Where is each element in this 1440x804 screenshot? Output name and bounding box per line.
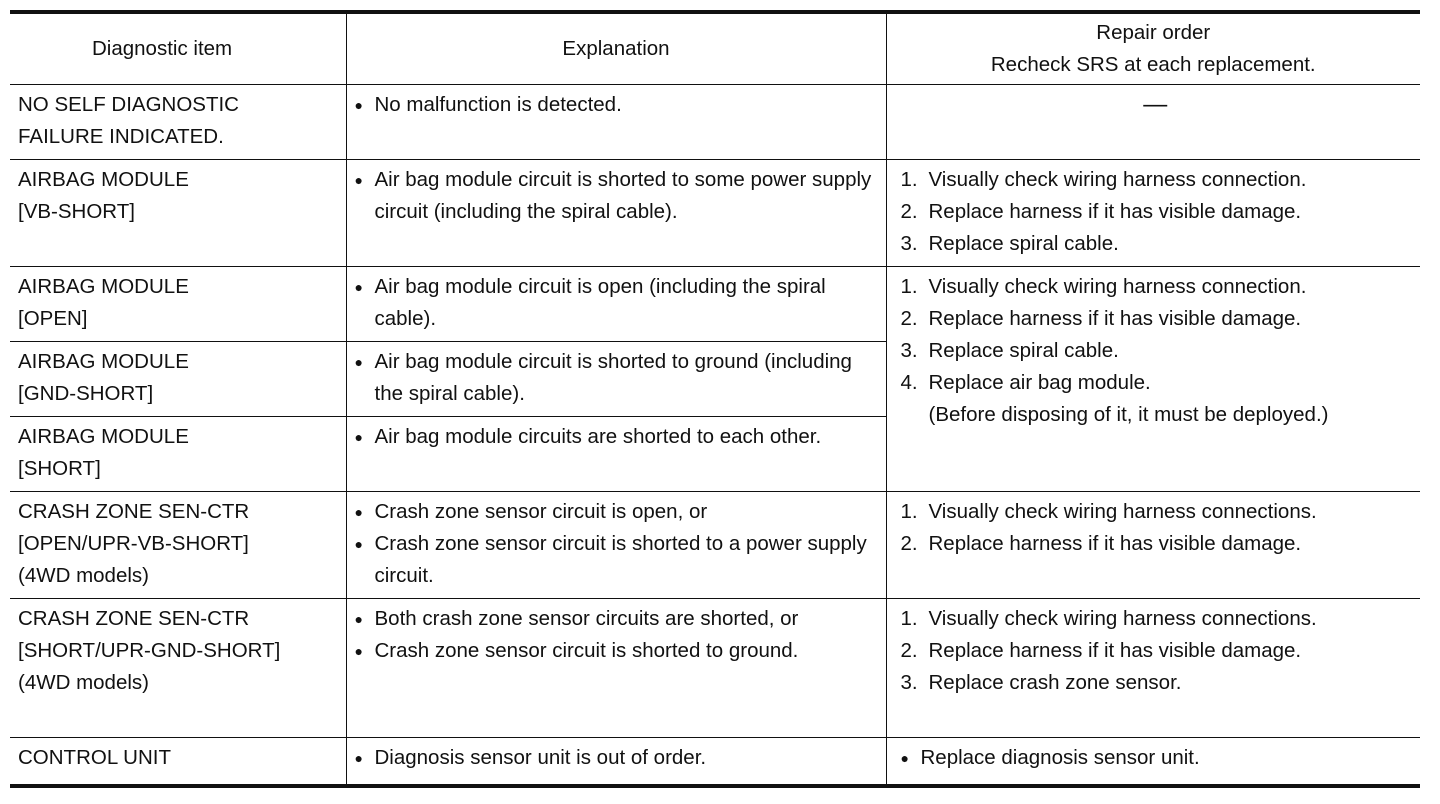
- no-action-dash: —: [1143, 91, 1168, 118]
- diagnostic-item-cell: CRASH ZONE SEN-CTR [OPEN/UPR-VB-SHORT] (…: [10, 491, 347, 599]
- bullet-icon: ●: [354, 611, 363, 627]
- repair-step: Replace spiral cable.: [928, 339, 1119, 362]
- item-line: CRASH ZONE SEN-CTR: [18, 607, 250, 630]
- repair-step: Visually check wiring harness connection…: [928, 275, 1307, 298]
- repair-step: Replace spiral cable.: [928, 232, 1119, 255]
- repair-cell: 1.Visually check wiring harness connecti…: [885, 159, 1420, 267]
- header-repair-subtitle: Recheck SRS at each replacement.: [990, 53, 1316, 76]
- item-line: [VB-SHORT]: [18, 200, 135, 223]
- header-diagnostic-item: Diagnostic item: [10, 11, 347, 85]
- item-line: [GND-SHORT]: [18, 382, 154, 405]
- repair-note: (Before disposing of it, it must be depl…: [928, 403, 1329, 426]
- diagnostic-item-cell: CRASH ZONE SEN-CTR [SHORT/UPR-GND-SHORT]…: [10, 598, 347, 738]
- repair-step: Replace harness if it has visible damage…: [928, 307, 1302, 330]
- table-row: CRASH ZONE SEN-CTR [SHORT/UPR-GND-SHORT]…: [10, 598, 1420, 738]
- diagnostic-item-cell: AIRBAG MODULE [VB-SHORT]: [10, 159, 347, 267]
- bullet-icon: ●: [354, 172, 363, 188]
- explanation-text: Air bag module circuits are shorted to e…: [374, 425, 822, 448]
- item-line: [OPEN]: [18, 307, 88, 330]
- bullet-icon: ●: [354, 536, 363, 552]
- diagnostic-table: Diagnostic item Explanation Repair order…: [10, 10, 1420, 788]
- explanation-text: Crash zone sensor circuit is shorted to …: [374, 639, 799, 662]
- item-line: FAILURE INDICATED.: [18, 125, 224, 148]
- item-line: CONTROL UNIT: [18, 746, 171, 769]
- repair-cell: 1.Visually check wiring harness connecti…: [885, 598, 1420, 738]
- explanation-text: Crash zone sensor circuit is open, or: [374, 500, 708, 523]
- repair-step: Replace harness if it has visible damage…: [928, 200, 1302, 223]
- explanation-text: Both crash zone sensor circuits are shor…: [374, 607, 799, 630]
- bullet-icon: ●: [354, 97, 363, 113]
- repair-step: Replace diagnosis sensor unit.: [920, 746, 1200, 769]
- repair-step: Replace harness if it has visible damage…: [928, 532, 1302, 555]
- explanation-cell: ● Both crash zone sensor circuits are sho…: [345, 598, 887, 738]
- diagnostic-item-cell: AIRBAG MODULE [GND-SHORT]: [10, 341, 347, 417]
- item-line: AIRBAG MODULE: [18, 275, 189, 298]
- item-line: [SHORT]: [18, 457, 101, 480]
- table-row: AIRBAG MODULE [GND-SHORT] ● Air bag modul…: [10, 341, 1420, 417]
- explanation-text: Crash zone sensor circuit is shorted to …: [374, 532, 867, 587]
- bullet-icon: ●: [354, 279, 363, 295]
- repair-step: Replace crash zone sensor.: [928, 671, 1182, 694]
- repair-step: Visually check wiring harness connection…: [928, 607, 1317, 630]
- explanation-text: Air bag module circuit is open (includin…: [374, 275, 826, 330]
- item-line: (4WD models): [18, 564, 149, 587]
- explanation-text: No malfunction is detected.: [374, 93, 622, 116]
- repair-cell: 1.Visually check wiring harness connecti…: [885, 491, 1420, 599]
- item-line: AIRBAG MODULE: [18, 425, 189, 448]
- bullet-icon: ●: [354, 429, 363, 445]
- explanation-cell: ● Air bag module circuit is shorted to gr…: [345, 341, 886, 417]
- explanation-text: Air bag module circuit is shorted to gro…: [374, 350, 852, 405]
- item-line: NO SELF DIAGNOSTIC: [18, 93, 239, 116]
- explanation-cell: ● Air bag module circuit is open (includi…: [345, 266, 887, 342]
- repair-step: Replace air bag module.: [928, 371, 1151, 394]
- table-row: NO SELF DIAGNOSTIC FAILURE INDICATED. ● N…: [10, 84, 1420, 160]
- bullet-icon: ●: [354, 750, 363, 766]
- item-line: (4WD models): [18, 671, 149, 694]
- repair-cell: —: [885, 84, 1420, 160]
- item-line: [OPEN/UPR-VB-SHORT]: [18, 532, 249, 555]
- item-line: AIRBAG MODULE: [18, 168, 189, 191]
- explanation-cell: ● Air bag module circuit is shorted to so…: [345, 159, 887, 267]
- explanation-cell: ● Air bag module circuits are shorted to …: [345, 416, 886, 492]
- bullet-icon: ●: [354, 354, 363, 370]
- explanation-cell: ● Diagnosis sensor unit is out of order.: [345, 737, 887, 786]
- diagnostic-item-cell: CONTROL UNIT: [10, 737, 347, 786]
- bullet-icon: ●: [354, 643, 363, 659]
- bullet-icon: ●: [354, 504, 363, 520]
- table-row: AIRBAG MODULE [VB-SHORT] ● Air bag module…: [10, 159, 1420, 267]
- diagnostic-item-cell: NO SELF DIAGNOSTIC FAILURE INDICATED.: [10, 84, 347, 160]
- header-explanation: Explanation: [345, 11, 887, 85]
- repair-step: Visually check wiring harness connection…: [928, 168, 1307, 191]
- header-repair-order: Repair order Recheck SRS at each replace…: [885, 11, 1420, 85]
- repair-cell: ● Replace diagnosis sensor unit.: [885, 737, 1420, 786]
- table-header-row: Diagnostic item Explanation Repair order…: [10, 11, 1420, 85]
- explanation-text: Diagnosis sensor unit is out of order.: [374, 746, 707, 769]
- diagnostic-item-cell: AIRBAG MODULE [SHORT]: [10, 416, 347, 492]
- item-line: AIRBAG MODULE: [18, 350, 189, 373]
- table-row: CRASH ZONE SEN-CTR [OPEN/UPR-VB-SHORT] (…: [10, 491, 1420, 599]
- repair-step: Visually check wiring harness connection…: [928, 500, 1317, 523]
- item-line: CRASH ZONE SEN-CTR: [18, 500, 250, 523]
- explanation-cell: ● Crash zone sensor circuit is open, or ●…: [345, 491, 887, 599]
- table-row: CONTROL UNIT ● Diagnosis sensor unit is o…: [10, 737, 1420, 786]
- repair-cell: 1.Visually check wiring harness connecti…: [885, 266, 1420, 492]
- repair-step: Replace harness if it has visible damage…: [928, 639, 1302, 662]
- explanation-cell: ● No malfunction is detected.: [345, 84, 887, 160]
- table-row: AIRBAG MODULE [OPEN] ● Air bag module cir…: [10, 266, 1420, 492]
- explanation-text: Air bag module circuit is shorted to som…: [374, 168, 872, 223]
- header-repair-title: Repair order: [1096, 21, 1211, 44]
- item-line: [SHORT/UPR-GND-SHORT]: [18, 639, 281, 662]
- diagnostic-item-cell: AIRBAG MODULE [OPEN]: [10, 266, 347, 342]
- bullet-icon: ●: [900, 750, 909, 766]
